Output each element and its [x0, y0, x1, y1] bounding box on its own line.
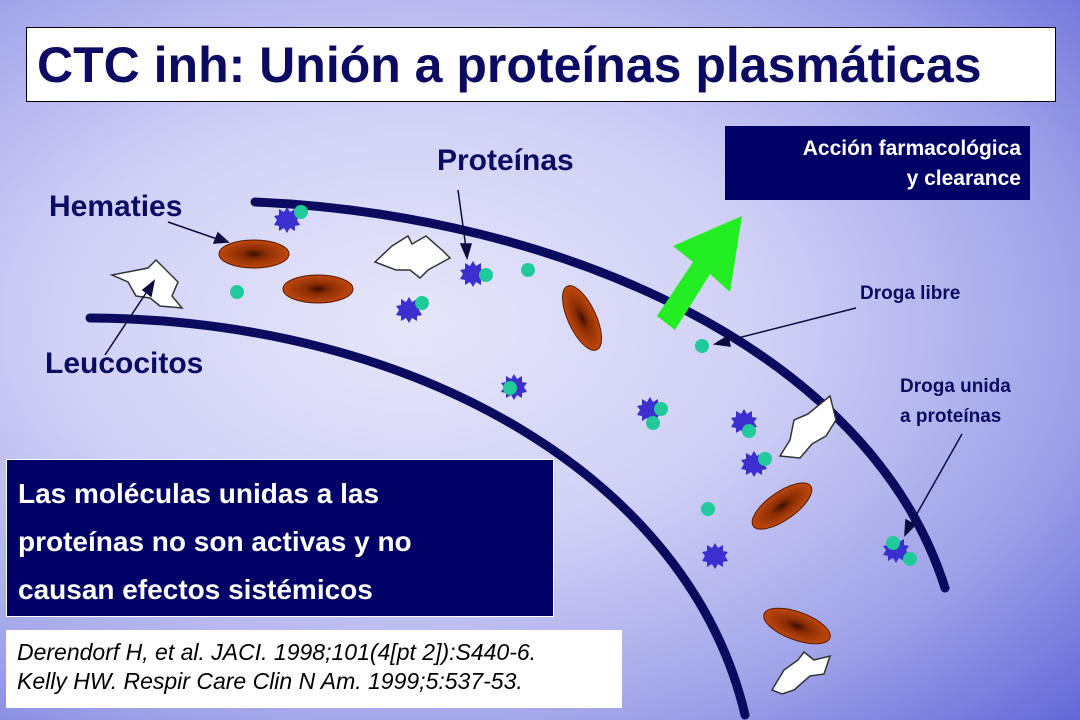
red-blood-cell [763, 607, 831, 645]
label-droga-unida-line2: a proteínas [900, 406, 1002, 427]
leucocyte [770, 650, 832, 695]
vessel-wall-inner [85, 313, 750, 720]
action-box: Acción farmacológica y clearance [725, 126, 1030, 200]
red-blood-cell [282, 274, 354, 304]
action-box-line1: Acción farmacológica [802, 137, 1021, 160]
drug-molecule [230, 285, 244, 299]
drug-molecule [646, 416, 660, 430]
drug-molecule [479, 268, 493, 282]
drug-molecule [503, 381, 517, 395]
pointer-proteinas-head [459, 243, 472, 261]
pointer-hematies [167, 221, 221, 241]
pointer-droga-unida-head [904, 518, 917, 537]
leucocyte [778, 394, 837, 459]
pointer-leucocitos [104, 289, 149, 356]
pointer-proteinas [457, 189, 467, 249]
label-hematies: Hematies [49, 190, 183, 223]
drug-molecule [695, 339, 709, 353]
info-box-line1: Las moléculas unidas a las [18, 478, 380, 509]
label-droga-unida-line1: Droga unida [900, 376, 1011, 397]
drug-molecule [415, 296, 429, 310]
pointer-leucocitos-head [141, 279, 156, 298]
drug-molecule [654, 402, 668, 416]
action-box-line2: y clearance [906, 167, 1021, 190]
label-proteinas: Proteínas [437, 144, 574, 177]
drug-molecule [886, 536, 900, 550]
drug-molecule [742, 424, 756, 438]
pointer-droga-libre [725, 307, 857, 342]
label-leucocitos: Leucocitos [45, 347, 204, 380]
red-blood-cell [562, 285, 602, 351]
reference-2: Kelly HW. Respir Care Clin N Am. 1999;5:… [17, 668, 523, 694]
protein-molecule [702, 543, 728, 569]
drug-molecule [903, 552, 917, 566]
drug-molecule [758, 452, 772, 466]
page-title: CTC inh: Unión a proteínas plasmáticas [37, 37, 982, 93]
leucocyte [373, 234, 452, 280]
drug-molecule [294, 205, 308, 219]
info-box-line3: causan efectos sistémicos [18, 574, 373, 605]
red-blood-cell [751, 482, 813, 530]
label-droga-unida: Droga unida a proteínas [900, 372, 1011, 432]
reference-1: Derendorf H, et al. JACI. 1998;101(4[pt … [17, 639, 537, 665]
label-droga-libre: Droga libre [860, 283, 961, 304]
pointer-droga-libre-head [712, 334, 731, 347]
action-arrow [657, 216, 742, 330]
red-blood-cell [218, 239, 290, 269]
references-box: Derendorf H, et al. JACI. 1998;101(4[pt … [6, 630, 622, 708]
drug-molecule [521, 263, 535, 277]
title-box: CTC inh: Unión a proteínas plasmáticas [26, 27, 1056, 102]
leucocyte [109, 258, 184, 309]
info-box: Las moléculas unidas a las proteínas no … [6, 459, 554, 617]
pointer-hematies-head [212, 231, 230, 244]
info-box-line2: proteínas no son activas y no [18, 526, 412, 557]
pointer-droga-unida [909, 433, 963, 527]
drug-molecule [701, 502, 715, 516]
